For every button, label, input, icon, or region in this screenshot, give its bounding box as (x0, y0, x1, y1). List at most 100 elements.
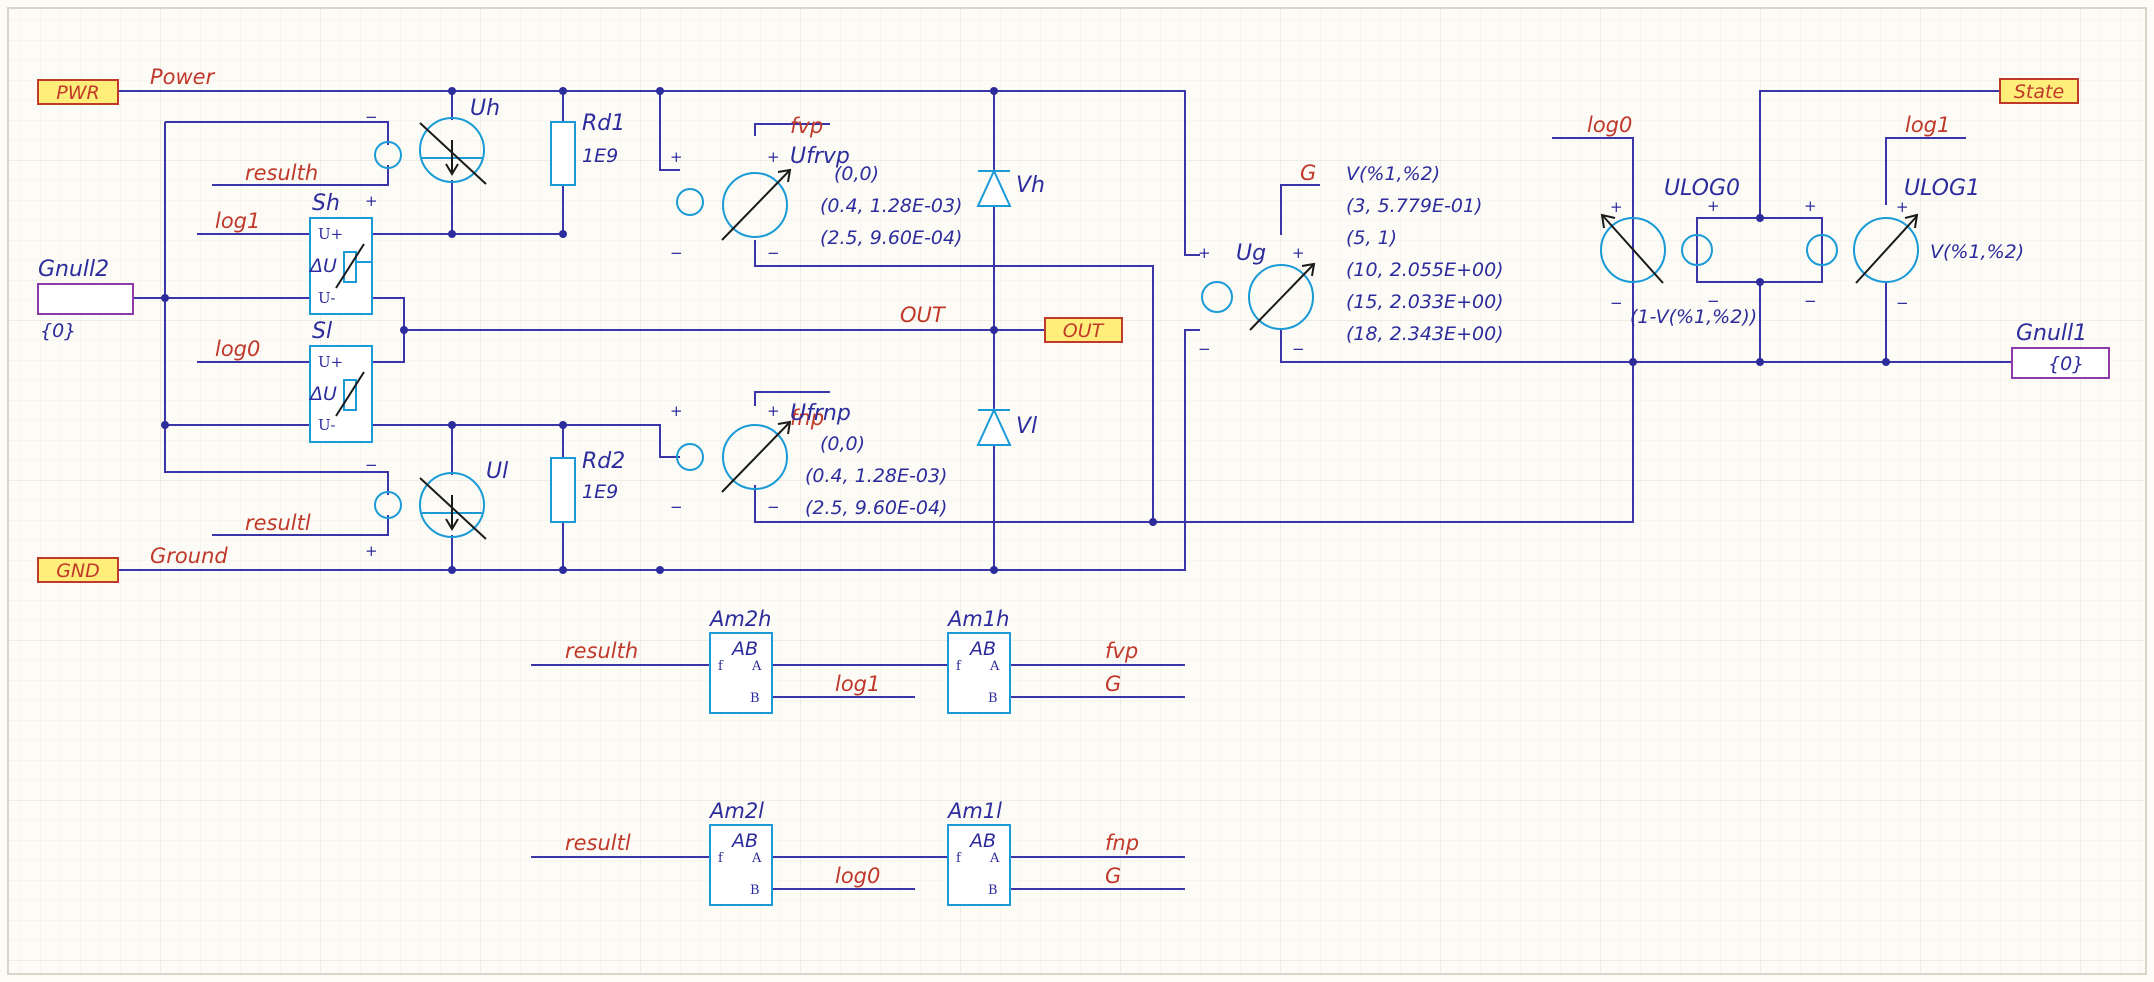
vh-diode[interactable]: Vh (976, 168, 1045, 207)
ul-ctrl-plus: + (365, 542, 378, 560)
ug-row-0: V(%1,%2) (1346, 163, 1440, 185)
uh-source[interactable]: − + Uh (365, 96, 500, 210)
ug-row-1: (3, 5.779E-01) (1346, 195, 1482, 217)
net-ground: Ground (150, 544, 228, 568)
ul-label: Ul (486, 459, 508, 484)
port-out[interactable]: OUT (1044, 317, 1123, 343)
junction-nodes (161, 87, 1890, 574)
am1h-b: B (988, 691, 998, 706)
gnull1-block[interactable]: Gnull1 {0} (2011, 321, 2110, 379)
ufrvp-label: Ufrvp (790, 144, 850, 169)
ulog1-minus: − (1896, 294, 1909, 312)
ufrnp-label: Ufrnp (790, 401, 851, 426)
ulog1-source[interactable]: + − + − ULOG1 V(%1,%2) (1804, 176, 2024, 312)
net-log0-sl: log0 (215, 337, 260, 361)
ulog1-label: ULOG1 (1904, 176, 1980, 201)
net-resultl: resultl (245, 511, 311, 535)
ug-row-2: (5, 1) (1346, 227, 1397, 249)
net-log1-right: log1 (1905, 113, 1950, 137)
gnull2-name: Gnull2 (38, 257, 109, 282)
am1l-out2: G (1105, 864, 1121, 888)
sh-pin-uplus: U+ (318, 225, 343, 243)
net-out: OUT (900, 303, 947, 327)
am2h-block[interactable]: Am2h AB f A B resulth log1 (565, 607, 880, 714)
ul-ctrl-minus: − (365, 456, 378, 474)
am2l-a: A (751, 851, 762, 866)
am2l-f: f (718, 851, 724, 866)
gnull1-name: Gnull1 (2016, 321, 2087, 346)
sl-label: Sl (312, 319, 332, 344)
port-pwr[interactable]: PWR (37, 79, 119, 105)
sl-pin-uplus: U+ (318, 353, 343, 371)
am1l-f: f (956, 851, 962, 866)
am2l-block[interactable]: Am2l AB f A B resultl log0 (565, 799, 880, 906)
am1h-label: Am1h (946, 607, 1010, 631)
vh-label: Vh (1016, 173, 1045, 198)
ufrvp-ctrl-minus: − (670, 244, 683, 262)
am2h-in: resulth (565, 639, 638, 663)
port-gnd[interactable]: GND (37, 557, 119, 583)
sh-switch[interactable]: Sh U+ ΔU U- (308, 191, 373, 315)
sh-label: Sh (312, 191, 340, 216)
am2h-out: log1 (835, 672, 880, 696)
uh-ctrl-minus: − (365, 108, 378, 126)
am2h-f: f (718, 659, 724, 674)
ufrnp-ctrl-minus: − (670, 498, 683, 516)
sl-switch[interactable]: Sl U+ ΔU U- (308, 319, 373, 443)
net-fnp: fnp (790, 406, 824, 430)
am1h-a: A (989, 659, 1000, 674)
ul-source[interactable]: − + Ul (365, 456, 508, 560)
port-pwr-label: PWR (56, 82, 99, 104)
ufrvp-row-2: (2.5, 9.60E-04) (820, 227, 962, 249)
ulog0-source[interactable]: + − + − ULOG0 (1-V(%1,%2)) (1600, 176, 1757, 328)
port-state[interactable]: State (1999, 78, 2079, 104)
rd2-resistor[interactable]: Rd2 1E9 (550, 449, 625, 523)
ulog1-ctrl-plus: + (1804, 197, 1817, 215)
ulog1-expr: V(%1,%2) (1930, 241, 2024, 263)
ug-plus: + (1292, 244, 1305, 262)
net-power: Power (150, 65, 216, 89)
am2h-b: B (750, 691, 760, 706)
rd1-value: 1E9 (582, 145, 618, 167)
am2l-ab: AB (730, 830, 758, 852)
ufrnp-plus: + (767, 402, 780, 420)
gnull1-value: {0} (2048, 353, 2084, 375)
am1l-label: Am1l (946, 799, 1002, 823)
am2h-a: A (751, 659, 762, 674)
ufrvp-source[interactable]: + − + − Ufrvp (0,0) (0.4, 1.28E-03) (2.5… (670, 144, 962, 262)
am1h-out2: G (1105, 672, 1121, 696)
am2l-label: Am2l (708, 799, 764, 823)
ufrnp-row-2: (2.5, 9.60E-04) (805, 497, 947, 519)
ufrnp-source[interactable]: + − + − Ufrnp (0,0) (0.4, 1.28E-03) (2.5… (670, 401, 947, 519)
am2l-out: log0 (835, 864, 880, 888)
am1l-block[interactable]: Am1l AB f A B fnp G (946, 799, 1139, 906)
ug-source[interactable]: + − + − Ug V(%1,%2) (3, 5.779E-01) (5, 1… (1198, 163, 1504, 358)
port-gnd-label: GND (56, 560, 100, 582)
ufrnp-row-0: (0,0) (820, 433, 865, 455)
net-log1-sh: log1 (215, 209, 260, 233)
am1l-out1: fnp (1105, 831, 1139, 855)
am1h-block[interactable]: Am1h AB f A B fvp G (946, 607, 1138, 714)
am1h-ab: AB (968, 638, 996, 660)
ug-ctrl-plus: + (1198, 244, 1211, 262)
rd1-resistor[interactable]: Rd1 1E9 (550, 111, 625, 186)
ufrvp-plus: + (767, 148, 780, 166)
gnull2-block[interactable]: Gnull2 {0} (37, 257, 134, 342)
sl-pin-du: ΔU (308, 383, 337, 405)
ulog1-plus: + (1896, 198, 1909, 216)
ufrnp-minus: − (767, 498, 780, 516)
net-fvp: fvp (790, 114, 823, 138)
vl-diode[interactable]: Vl (976, 407, 1037, 446)
ug-row-5: (18, 2.343E+00) (1346, 323, 1504, 345)
gnull2-value: {0} (40, 320, 76, 342)
vl-label: Vl (1016, 414, 1037, 439)
am1l-a: A (989, 851, 1000, 866)
uh-label: Uh (470, 96, 500, 121)
ug-row-4: (15, 2.033E+00) (1346, 291, 1504, 313)
sh-pin-du: ΔU (308, 255, 337, 277)
am1h-out1: fvp (1105, 639, 1138, 663)
ug-label: Ug (1236, 241, 1266, 266)
ulog0-ctrl-minus: − (1707, 292, 1720, 310)
ulog1-ctrl-minus: − (1804, 292, 1817, 310)
